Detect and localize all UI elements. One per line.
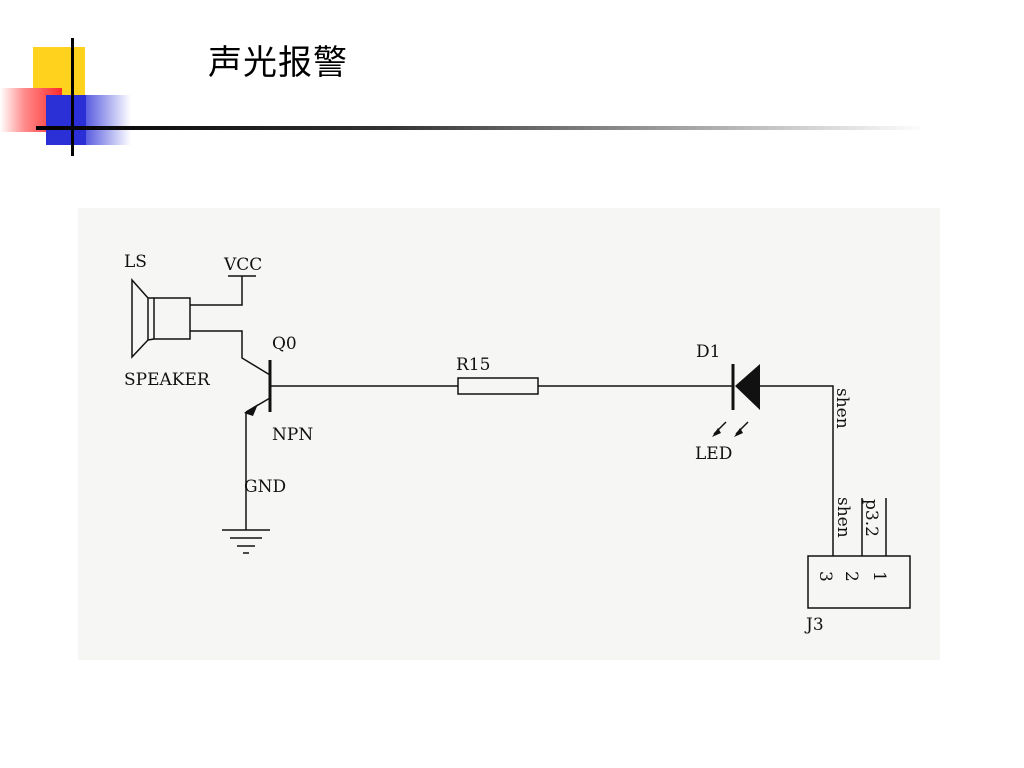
pin2-label: 2: [841, 571, 861, 582]
net-label-pin3: shen: [833, 497, 853, 538]
wire-speaker-collector: [190, 330, 271, 376]
npn-transistor-symbol: [244, 360, 272, 416]
ground-symbol: [222, 529, 270, 554]
pin1-label: 1: [869, 571, 889, 582]
decor-blue-fade: [86, 95, 131, 145]
speaker-name-label: SPEAKER: [124, 370, 211, 390]
decor-blue-square: [46, 95, 86, 145]
vcc-label: VCC: [223, 255, 262, 275]
schematic-svg: LS SPEAKER VCC Q0 NPN GND R15: [124, 252, 911, 635]
resistor-ref-label: R15: [456, 355, 490, 375]
transistor-ref-label: Q0: [272, 334, 297, 354]
slide-title: 声光报警: [208, 43, 348, 83]
pin3-label: 3: [815, 571, 835, 582]
connector-j3-symbol: [807, 555, 911, 609]
title-underline: [36, 126, 926, 130]
net-label-top: shen: [832, 388, 852, 429]
decor-vertical-line: [71, 38, 74, 156]
net-label-pin2: p3.2: [861, 499, 881, 537]
wire-speaker-vcc: [190, 276, 243, 306]
resistor-symbol: [457, 377, 539, 395]
wire-diode-connector: [760, 385, 834, 556]
circuit-diagram: LS SPEAKER VCC Q0 NPN GND R15: [78, 208, 940, 660]
speaker-symbol: [131, 278, 191, 359]
diode-type-label: LED: [695, 444, 732, 464]
speaker-ref-label: LS: [124, 252, 147, 272]
gnd-label: GND: [244, 477, 286, 497]
diode-ref-label: D1: [696, 342, 720, 362]
connector-ref-label: J3: [804, 615, 824, 635]
led-diode-symbol: [712, 364, 760, 437]
transistor-type-label: NPN: [272, 425, 313, 445]
